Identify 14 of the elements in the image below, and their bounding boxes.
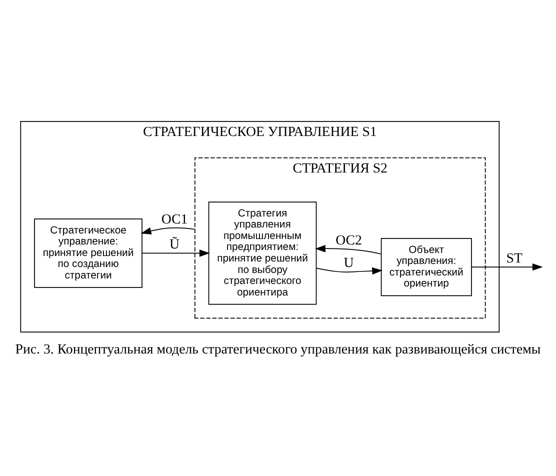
arrow (140, 227, 196, 234)
caption: Рис. 3. Концептуальная модель стратегического управления как развивающейся системы (15, 342, 541, 358)
edge-label: Ũ (170, 238, 180, 253)
node-box: Объект управления: стратегический ориентир (380, 238, 472, 296)
edge-label: U (344, 256, 354, 271)
node-box: Стратегическое управление: принятие решений по созданию стратегии (34, 218, 142, 288)
arrow (471, 263, 543, 271)
edge-label: ST (506, 252, 522, 267)
arrow (315, 244, 382, 254)
edge-label: ОС1 (161, 212, 188, 228)
arrow (142, 250, 210, 257)
node-box: Стратегия управления промышленным предприятием: принятие решений по выбору стратегического ориентира (208, 202, 317, 305)
arrow (316, 267, 383, 275)
edge-label: ОС2 (336, 233, 362, 248)
